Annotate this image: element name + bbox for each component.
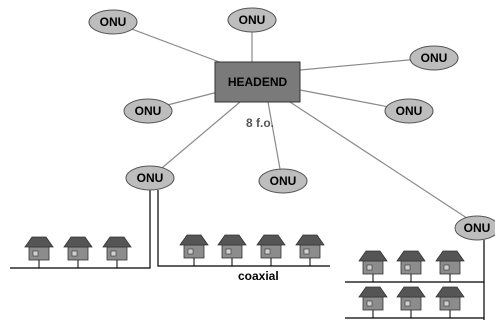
onu-ellipse bbox=[123, 98, 173, 124]
headend-box bbox=[214, 61, 301, 103]
house-icon bbox=[295, 234, 325, 266]
house-icon bbox=[102, 236, 132, 268]
onu-label: ONU bbox=[239, 13, 266, 27]
onu-label: ONU bbox=[137, 171, 164, 185]
onu-node: ONU bbox=[409, 45, 459, 71]
onu-ellipse bbox=[88, 9, 138, 35]
onu-label: ONU bbox=[270, 174, 297, 188]
house-icon bbox=[435, 286, 465, 318]
house-icon bbox=[256, 234, 286, 266]
house-icon bbox=[358, 286, 388, 318]
house-icon bbox=[396, 250, 426, 282]
onu-label: ONU bbox=[100, 15, 127, 29]
fiber-count-label: 8 f.o. bbox=[246, 116, 274, 130]
house-icon bbox=[24, 236, 54, 268]
fiber-link bbox=[289, 101, 483, 229]
headend-label: HEADEND bbox=[228, 75, 288, 89]
onu-node: ONU bbox=[88, 9, 138, 35]
onu-ellipse bbox=[454, 215, 495, 241]
onu-node: ONU bbox=[125, 165, 175, 191]
headend: HEADEND bbox=[214, 61, 301, 103]
onu-label: ONU bbox=[464, 221, 491, 235]
onu-node: ONU bbox=[227, 7, 277, 33]
onu-node: ONU bbox=[384, 98, 434, 124]
house-icon bbox=[179, 234, 209, 266]
coax-cable-left bbox=[10, 190, 151, 269]
house-icon bbox=[358, 250, 388, 282]
coax-label: coaxial bbox=[238, 269, 279, 283]
house-icon bbox=[435, 250, 465, 282]
coax-cable-middle bbox=[157, 190, 330, 267]
houses bbox=[24, 234, 465, 318]
fiber-link bbox=[149, 101, 241, 179]
house-icon bbox=[217, 234, 247, 266]
house-icon bbox=[63, 236, 93, 268]
onu-label: ONU bbox=[421, 51, 448, 65]
onu-ellipse bbox=[258, 168, 308, 194]
onu-node: ONU bbox=[123, 98, 173, 124]
onu-node: ONU bbox=[454, 215, 495, 241]
onu-ellipse bbox=[384, 98, 434, 124]
onu-label: ONU bbox=[135, 104, 162, 118]
house-icon bbox=[396, 286, 426, 318]
fiber-link bbox=[299, 57, 431, 71]
onu-label: ONU bbox=[396, 104, 423, 118]
onu-ellipse bbox=[227, 7, 277, 33]
onu-ellipse bbox=[409, 45, 459, 71]
fiber-link bbox=[267, 101, 283, 181]
coax-lines bbox=[10, 190, 485, 320]
onu-ellipse bbox=[125, 165, 175, 191]
onu-node: ONU bbox=[258, 168, 308, 194]
